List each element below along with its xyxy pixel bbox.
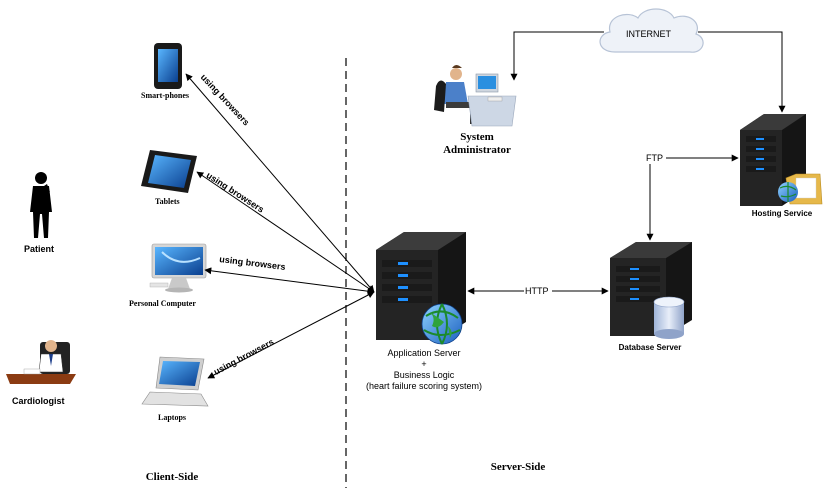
ftp-label-bg [642,152,666,164]
tablet-icon [141,150,197,193]
patient-label: Patient [24,244,55,254]
edge-internet-hosting [698,31,786,113]
personal-computer-icon [149,243,207,293]
internet-cloud-icon [599,8,704,53]
client-side-label: Client-Side [145,471,199,483]
application-server-label-4: (heart failure scoring system) [365,381,483,391]
hosting-globe-icon [778,182,798,202]
application-globe-icon [421,303,463,345]
edge-internet-admin [510,31,604,81]
database-server-label: Database Server [618,343,682,352]
http-label: HTTP [525,286,549,296]
internet-label: INTERNET [626,29,671,39]
laptop-icon [141,356,209,407]
tablets-label: Tablets [155,197,180,206]
system-administrator-label-2: Administrator [443,144,511,156]
cardiologist-icon [6,340,76,384]
system-administrator-icon [434,65,517,127]
hosting-service-label: Hosting Service [751,209,813,218]
database-cylinder-icon [653,296,685,339]
patient-icon [30,172,52,238]
edge-laptops [207,291,375,379]
edge-personal-computer [204,267,375,295]
smartphones-label: Smart-phones [141,91,190,100]
personal-computer-label: Personal Computer [129,299,196,308]
application-server-label-3: Business Logic [393,370,455,380]
ftp-label: FTP [646,153,663,163]
laptops-label: Laptops [158,413,187,422]
application-server-label-2: + [421,359,427,369]
edge-ftp [646,154,739,241]
application-server-label-1: Application Server [387,348,461,358]
smartphone-icon [154,43,182,89]
cardiologist-label: Cardiologist [12,396,65,406]
server-side-label: Server-Side [490,461,546,473]
http-label-bg [524,285,552,297]
system-administrator-label-1: System [460,131,494,143]
